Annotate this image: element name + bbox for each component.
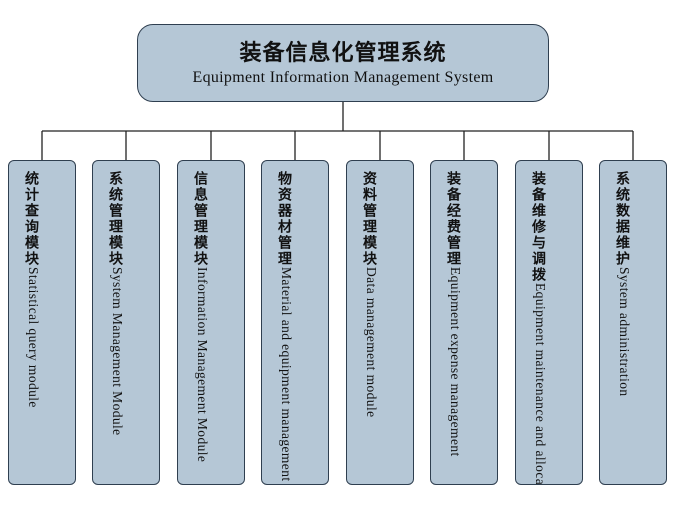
root-subtitle: Equipment Information Management System xyxy=(192,69,494,86)
module-label-cn: 系统数据维护 xyxy=(614,171,630,267)
module-label-en: Equipment maintenance and allocation xyxy=(533,283,548,485)
module-data-management: 资料管理模块 Data management module xyxy=(346,160,414,485)
module-label-en: Statistical query module xyxy=(26,267,41,408)
module-text: 物资器材管理 Material and equipment management xyxy=(274,171,294,482)
module-label-en: System administration xyxy=(617,267,632,397)
module-text: 装备经费管理 Equipment expense management xyxy=(443,171,463,457)
module-label-en: System Management Module xyxy=(110,267,125,436)
module-label-en: Information Management Module xyxy=(195,267,210,463)
module-label-cn: 统计查询模块 xyxy=(23,171,39,267)
module-text: 系统数据维护 System administration xyxy=(612,171,632,397)
root-node: 装备信息化管理系统 Equipment Information Manageme… xyxy=(137,24,549,102)
module-text: 资料管理模块 Data management module xyxy=(359,171,379,418)
module-label-en: Material and equipment management xyxy=(279,267,294,482)
module-label-cn: 装备维修与调拨 xyxy=(530,171,546,283)
module-text: 系统管理模块 System Management Module xyxy=(105,171,125,436)
module-label-cn: 系统管理模块 xyxy=(107,171,123,267)
module-text: 装备维修与调拨 Equipment maintenance and alloca… xyxy=(528,171,548,485)
module-label-cn: 物资器材管理 xyxy=(276,171,292,267)
module-label-cn: 资料管理模块 xyxy=(361,171,377,267)
module-system-administration: 系统数据维护 System administration xyxy=(599,160,667,485)
module-information-management: 信息管理模块 Information Management Module xyxy=(177,160,245,485)
module-equipment-expense: 装备经费管理 Equipment expense management xyxy=(430,160,498,485)
module-material-equipment: 物资器材管理 Material and equipment management xyxy=(261,160,329,485)
module-maintenance-allocation: 装备维修与调拨 Equipment maintenance and alloca… xyxy=(515,160,583,485)
module-label-en: Equipment expense management xyxy=(448,267,463,457)
module-text: 统计查询模块 Statistical query module xyxy=(21,171,41,408)
module-label-cn: 信息管理模块 xyxy=(192,171,208,267)
module-text: 信息管理模块 Information Management Module xyxy=(190,171,210,462)
module-label-cn: 装备经费管理 xyxy=(445,171,461,267)
module-system-management: 系统管理模块 System Management Module xyxy=(92,160,160,485)
module-statistical-query: 统计查询模块 Statistical query module xyxy=(8,160,76,485)
module-label-en: Data management module xyxy=(364,267,379,418)
root-title: 装备信息化管理系统 xyxy=(239,41,447,66)
